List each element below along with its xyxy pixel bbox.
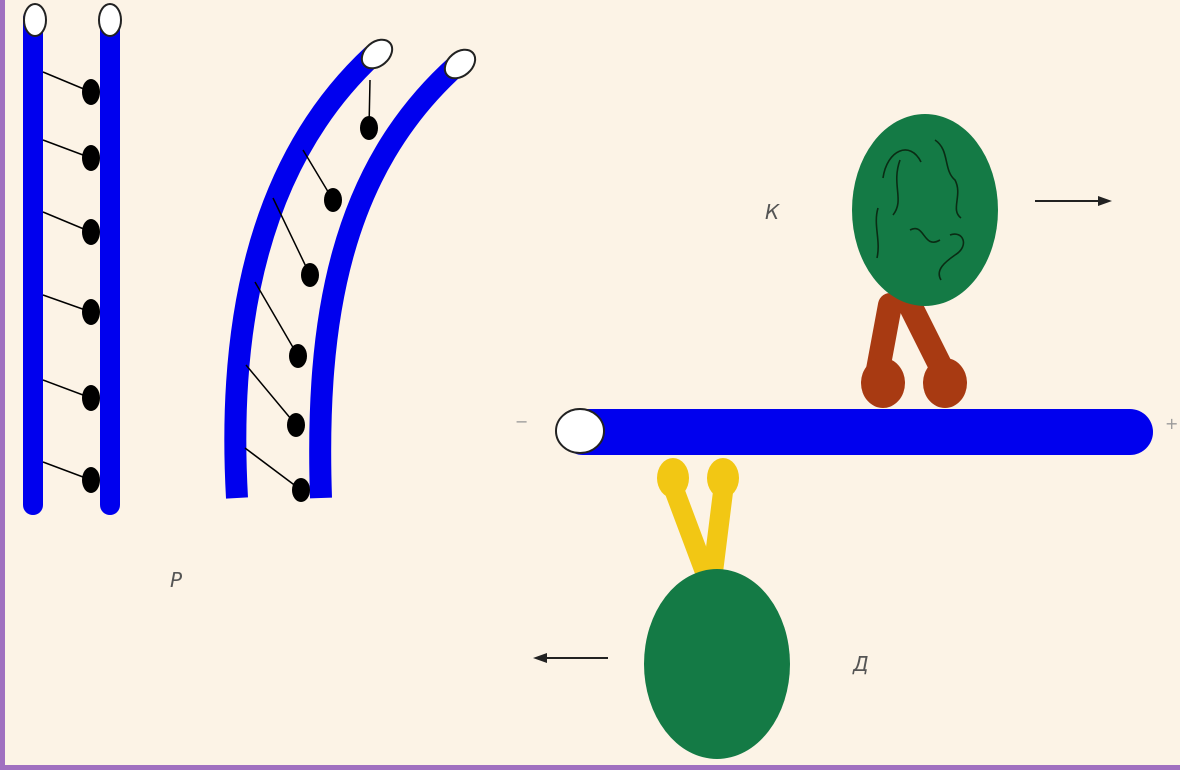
crosslink-dot	[301, 263, 319, 287]
crosslink-dot	[82, 219, 100, 245]
crosslink-dot	[292, 478, 310, 502]
microtubule-end-cap	[24, 4, 46, 36]
crosslink-dot	[82, 385, 100, 411]
kinesin-cargo	[852, 114, 998, 306]
background	[5, 0, 1180, 770]
label-minus-end: −	[515, 412, 528, 431]
microtubule-minus-end	[556, 409, 604, 453]
dynein-head	[657, 458, 689, 498]
label-plus-end: +	[1165, 414, 1178, 433]
label-kinesin: К	[765, 200, 779, 224]
crosslink-dot	[360, 116, 378, 140]
crosslink-dot	[82, 467, 100, 493]
kinesin-head	[923, 358, 967, 408]
crosslink-dot	[82, 79, 100, 105]
crosslink-dot	[289, 344, 307, 368]
crosslink-dot	[82, 145, 100, 171]
dynein-head	[707, 458, 739, 498]
crosslink-dot	[82, 299, 100, 325]
crosslink-dot	[287, 413, 305, 437]
crosslink-dot	[324, 188, 342, 212]
microtubule-end-cap	[99, 4, 121, 36]
kinesin-head	[861, 358, 905, 408]
diagram-svg	[5, 0, 1180, 770]
label-dynein: Д	[853, 652, 869, 676]
label-panel-r: Р	[170, 568, 182, 592]
dynein-cargo	[644, 569, 790, 759]
dynein-leg	[713, 492, 723, 572]
